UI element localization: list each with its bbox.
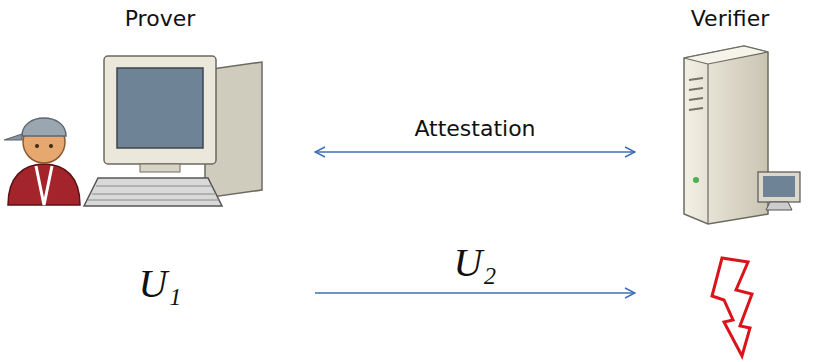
device-node: Verifier bbox=[635, 2, 825, 332]
device-node: ProverU₁ bbox=[5, 2, 315, 332]
lightning-bolt bbox=[712, 258, 752, 356]
node-heading: Verifier bbox=[635, 6, 825, 31]
computer-icon bbox=[84, 56, 262, 206]
user-symbol: U₁ bbox=[5, 260, 315, 307]
message-arrow bbox=[315, 292, 635, 294]
server-icon bbox=[684, 46, 800, 224]
user-icon bbox=[4, 118, 80, 205]
message-arrow bbox=[315, 151, 635, 153]
arrow-label: U₂ bbox=[451, 239, 500, 286]
arrow-label: Attestation bbox=[411, 116, 538, 141]
node-heading: Prover bbox=[5, 6, 315, 31]
